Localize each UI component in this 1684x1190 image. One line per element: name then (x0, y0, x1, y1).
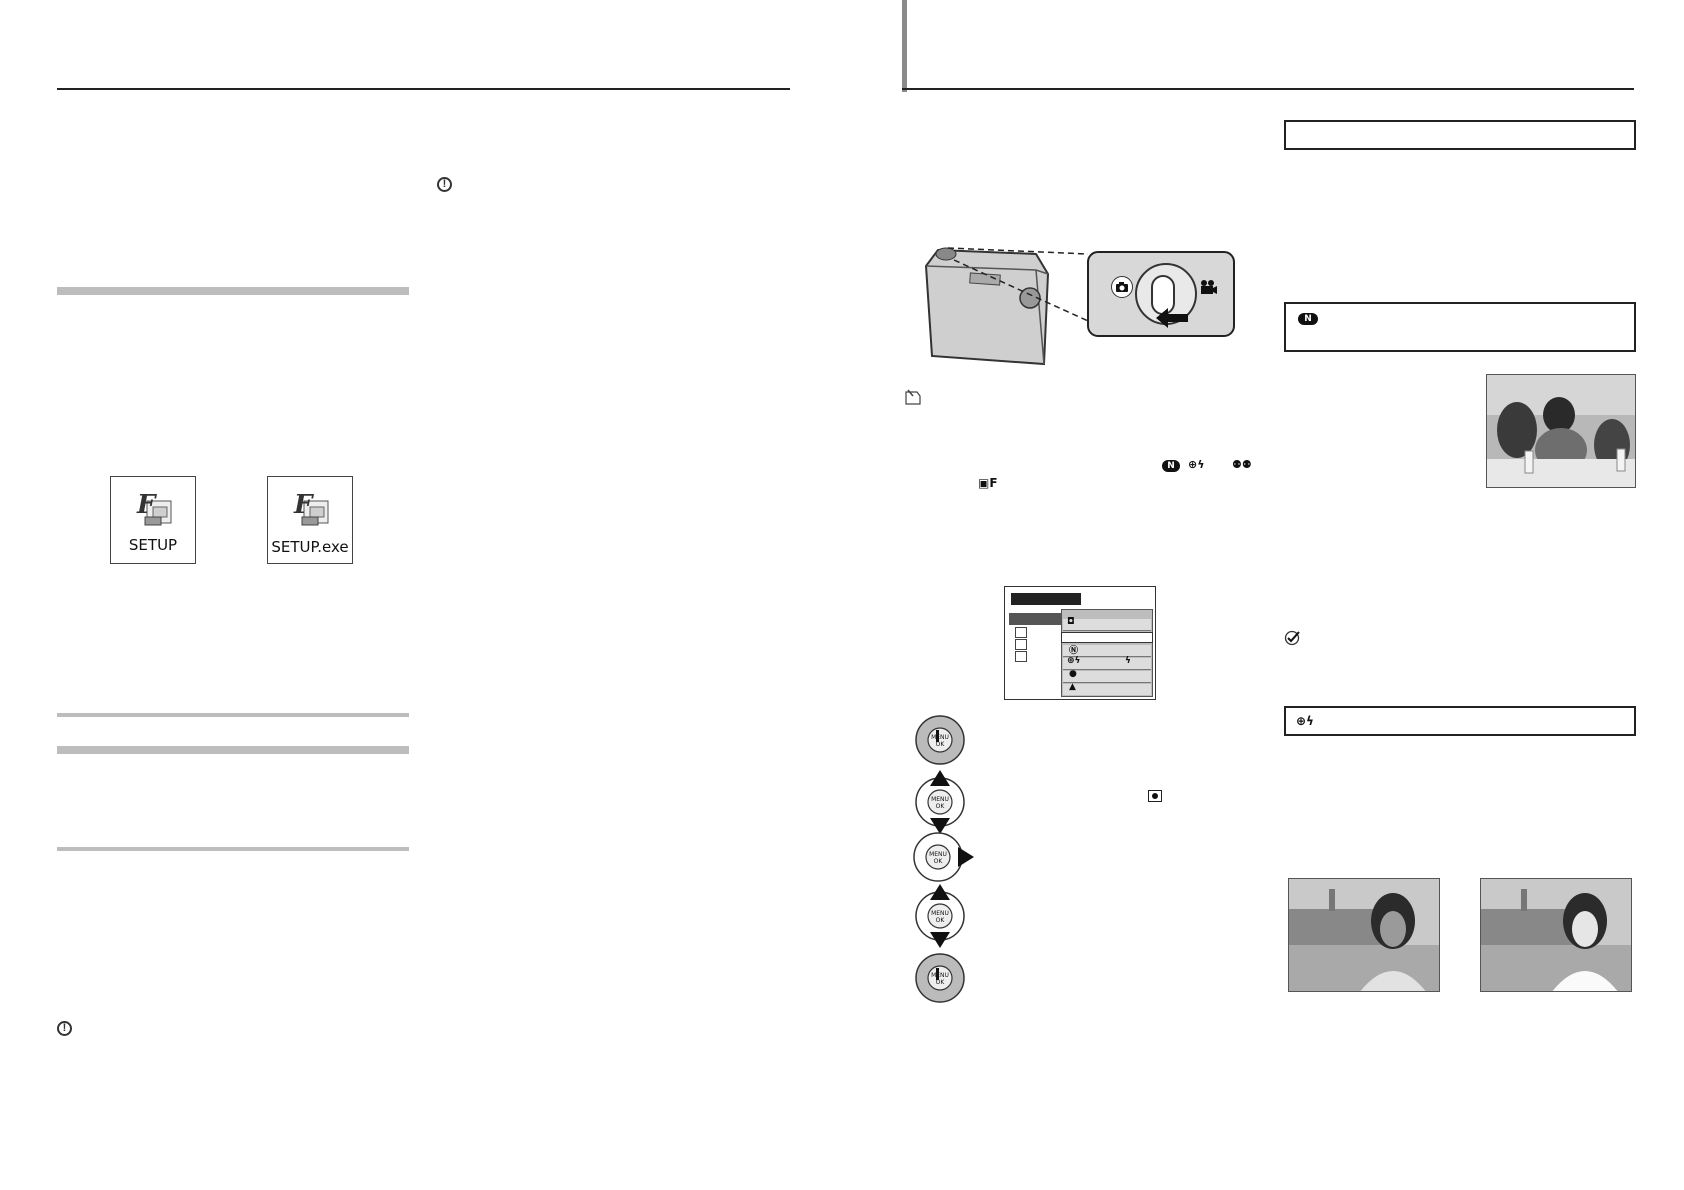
svg-text:F: F (293, 490, 314, 520)
setup-icon-label: SETUP (128, 536, 178, 554)
fuji-setup-installer-icon: F (136, 490, 172, 526)
menu-ok-dial-icon: MENU OK (915, 715, 965, 765)
natural-flash-icon: ⊕ϟ (1067, 656, 1081, 666)
restaurant-photo (1486, 374, 1636, 488)
svg-text:F: F (136, 490, 157, 520)
camera-icon: ◘ (1067, 617, 1075, 627)
section-divider-2 (57, 847, 409, 851)
camera-f-icon: ▣F (978, 476, 998, 490)
natural-light-mode-box: N (1284, 302, 1636, 352)
svg-text:OK: OK (936, 917, 946, 924)
natural-flash-icon: ⊕ϟ (1296, 714, 1314, 728)
menu-row: ▲ (1063, 682, 1151, 695)
menu-ok-dial-right-icon: MENU OK (913, 832, 974, 882)
menu-row: ◘ (1063, 617, 1151, 631)
menu-side-tab (1015, 639, 1027, 650)
svg-text:MENU: MENU (931, 910, 949, 917)
portrait-icon: ● (1069, 669, 1077, 679)
mode-heading-box (1284, 120, 1636, 150)
svg-text:MENU: MENU (931, 796, 949, 803)
svg-text:MENU: MENU (931, 734, 949, 741)
svg-text:OK: OK (936, 979, 946, 986)
group-scene-icon: ⚉⚉ (1232, 458, 1252, 471)
menu-side-tab (1015, 627, 1027, 638)
menu-ok-dial-up-down-icon: MENU OK (915, 884, 965, 948)
natural-flash-mode-box: ⊕ϟ (1284, 706, 1636, 736)
check-tip-icon (1284, 630, 1300, 646)
svg-text:OK: OK (936, 741, 946, 748)
menu-title-bar (1011, 593, 1081, 605)
section-divider-1 (57, 713, 409, 717)
menu-ok-dial-up-down-icon: MENU OK (915, 770, 965, 834)
camera-mode-switch-illustration (924, 247, 1235, 366)
menu-row: Ⓝ (1063, 645, 1151, 657)
natural-light-icon: N (1298, 313, 1318, 325)
setup-exe-icon-tile[interactable]: F SETUP.exe (267, 476, 353, 564)
portrait-photo-with-flash (1480, 878, 1632, 992)
menu-row: ⊕ϟ ϟ (1063, 656, 1151, 670)
movie-icon (1196, 278, 1218, 296)
menu-row: ● (1063, 669, 1151, 683)
landscape-icon: ▲ (1069, 682, 1076, 692)
right-header-rule (902, 88, 1634, 90)
setup-exe-icon-label: SETUP.exe (271, 538, 349, 556)
menu-row-highlighted (1061, 632, 1153, 643)
svg-text:OK: OK (936, 803, 946, 810)
section-heading-bar-1 (57, 287, 409, 295)
memo-icon (905, 389, 921, 405)
camera-icon (1148, 790, 1162, 802)
menu-ok-dial-icon: MENU OK (915, 953, 965, 1003)
natural-light-icon: Ⓝ (1069, 646, 1079, 656)
natural-flash-icon: ⊕ϟ (1188, 458, 1205, 471)
fuji-setup-installer-icon: F (293, 490, 329, 526)
portrait-photo-no-flash (1288, 878, 1440, 992)
section-heading-bar-2 (57, 746, 409, 754)
menu-side-tab (1015, 651, 1027, 662)
camera-icon (1111, 276, 1133, 298)
natural-light-icon: N (1162, 460, 1180, 472)
caution-icon: ! (57, 1021, 72, 1036)
flash-icon: ϟ (1125, 656, 1131, 666)
page-spine-bar (902, 0, 907, 92)
menu-side-tab-selected (1009, 613, 1061, 625)
setup-icon-tile[interactable]: F SETUP (110, 476, 196, 564)
menu-screen-illustration: ◘ Ⓝ ⊕ϟ ϟ ● ▲ (1004, 586, 1156, 700)
caution-icon: ! (437, 177, 452, 192)
svg-text:MENU: MENU (931, 972, 949, 979)
svg-text:OK: OK (934, 858, 944, 865)
svg-text:MENU: MENU (929, 851, 947, 858)
left-header-rule (57, 88, 790, 90)
